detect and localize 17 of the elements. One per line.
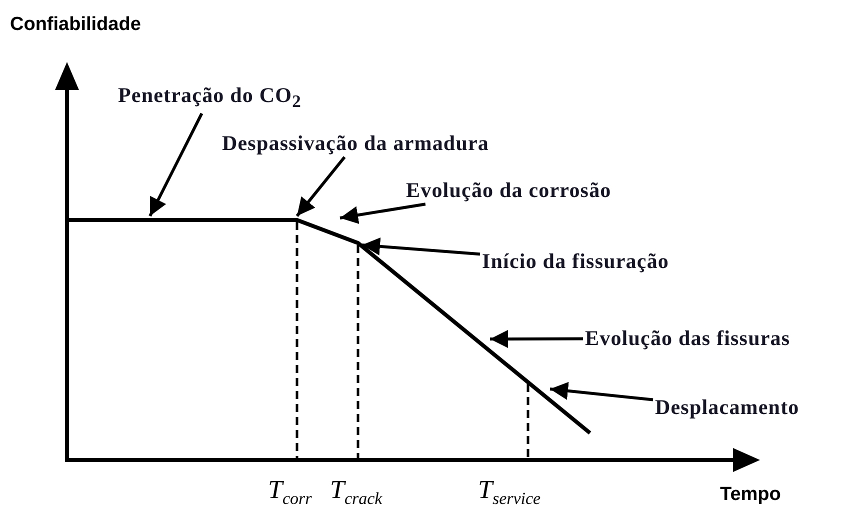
leader-arrow [362, 237, 480, 256]
leader-arrow [148, 112, 204, 217]
callout-label: Desplacamento [655, 396, 800, 420]
time-marker-label: T$_{corr}$ [268, 476, 312, 509]
time-marker-label: T$_{crack}$ [330, 476, 382, 509]
leader-arrow [550, 382, 654, 402]
time-marker-label: T$_{service}$ [478, 476, 541, 509]
leader-arrow [490, 330, 583, 348]
leader-arrow [340, 202, 426, 224]
leader-arrow [296, 156, 346, 217]
axis-title: Confiabilidade [10, 15, 141, 36]
callout-label: Despassivação da armadura [222, 132, 490, 156]
callout-label: Evolução das fissuras [585, 327, 790, 350]
axis-title: Tempo [720, 485, 781, 506]
callout-label: Evolução da corrosão [406, 179, 612, 202]
callout-label: Início da fissuração [482, 250, 670, 274]
callout-label: Penetração do CO$_{2}$ [118, 84, 302, 112]
